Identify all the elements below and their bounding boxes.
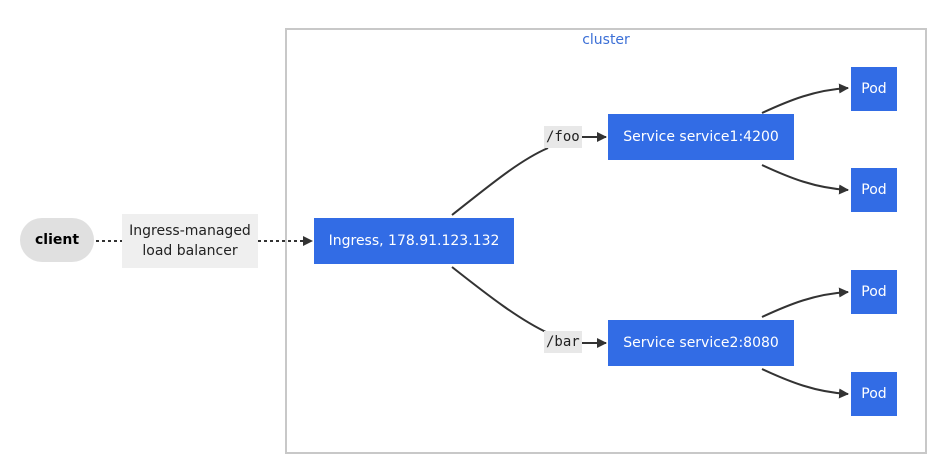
edge-service2-pod3 xyxy=(761,287,849,318)
load-balancer-label: Ingress-managed load balancer xyxy=(122,214,258,268)
route-foo-label: /foo xyxy=(544,126,582,148)
cluster-boundary xyxy=(285,28,927,454)
edge-ingress-bar xyxy=(451,266,549,334)
pod-node-1: Pod xyxy=(851,67,897,111)
edge-service1-pod1 xyxy=(761,83,849,114)
service2-node: Service service2:8080 xyxy=(608,320,794,366)
load-balancer-line1: Ingress-managed xyxy=(129,223,251,239)
edge-ingress-foo xyxy=(451,147,549,216)
ingress-node: Ingress, 178.91.123.132 xyxy=(314,218,514,264)
service1-node: Service service1:4200 xyxy=(608,114,794,160)
pod-node-2: Pod xyxy=(851,168,897,212)
cluster-label: cluster xyxy=(582,32,630,48)
route-bar-label: /bar xyxy=(544,331,582,353)
client-node: client xyxy=(20,218,94,262)
edge-service2-pod4 xyxy=(761,368,849,399)
load-balancer-line2: load balancer xyxy=(142,243,238,259)
pod-node-3: Pod xyxy=(851,270,897,314)
edge-service1-pod2 xyxy=(761,164,849,195)
pod-node-4: Pod xyxy=(851,372,897,416)
